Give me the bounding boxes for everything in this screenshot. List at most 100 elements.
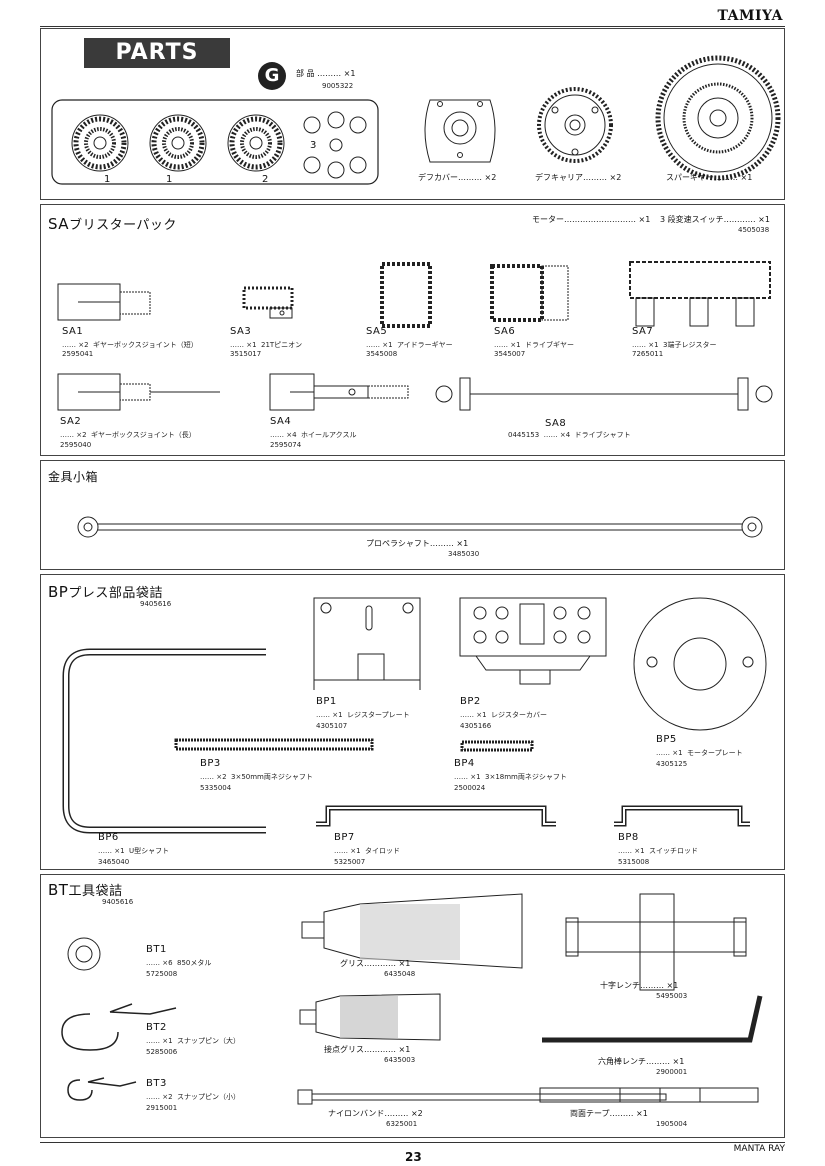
bt1-drawing [67, 937, 101, 971]
contact-grease-drawing [299, 993, 441, 1041]
bp7-code: 5325007 [334, 858, 366, 866]
bp6-code: 3465040 [98, 858, 130, 866]
tree-code: 9005322 [322, 82, 354, 90]
cross-wrench-code: 5495003 [656, 992, 688, 1000]
bt2-code: 5285006 [146, 1048, 178, 1056]
bp5-qty: …… ×1 モータープレート [656, 749, 743, 757]
spur-gear-label: スパーギヤー……… ×1 [666, 173, 753, 182]
cross-wrench-label: 十字レンチ……… ×1 [600, 981, 679, 990]
bt2-id: BT2 [146, 1022, 167, 1033]
wheel-3 [227, 114, 285, 172]
bp8-code: 5315008 [618, 858, 650, 866]
sa4-drawing [269, 373, 409, 411]
sa8-drawing [435, 377, 773, 411]
propeller-shaft-label: プロペラシャフト……… ×1 [366, 539, 469, 548]
sa2-drawing [57, 373, 220, 411]
bp4-qty: …… ×1 3×18mm両ネジシャフト [454, 773, 567, 781]
wheel-label-3: 2 [262, 174, 269, 185]
tape-label: 両面テープ……… ×1 [570, 1109, 648, 1118]
bp6-id: BP6 [98, 832, 119, 843]
tree-label: 部 品 ……… ×1 [296, 69, 356, 78]
sa6-code: 3545007 [494, 350, 526, 358]
sa8-qty: 0445153 …… ×4 ドライブシャフト [508, 431, 631, 439]
bp3-qty: …… ×2 3×50mm両ネジシャフト [200, 773, 313, 781]
bp4-code: 2500024 [454, 784, 486, 792]
sa6-qty: …… ×1 ドライブギヤー [494, 341, 574, 349]
sa1-id: SA1 [62, 326, 84, 337]
sa2-code: 2595040 [60, 441, 92, 449]
bp4-drawing [460, 740, 534, 752]
diff-carrier [537, 87, 613, 163]
bp1-drawing [313, 597, 421, 690]
sa3-drawing [242, 286, 294, 319]
grease-tube-drawing [301, 893, 523, 969]
footer-rule [40, 1142, 785, 1143]
bp-title-text: プレス部品袋詰 [68, 586, 163, 601]
sa-section [40, 204, 785, 456]
wheel-2 [149, 114, 207, 172]
bp1-id: BP1 [316, 696, 337, 707]
contact-grease-code: 6435003 [384, 1056, 416, 1064]
parts-banner: PARTS [84, 38, 230, 68]
model-name: MANTA RAY [733, 1144, 785, 1154]
nylon-band-code: 6325001 [386, 1120, 418, 1128]
bp1-code: 4305107 [316, 722, 348, 730]
bt2-drawing [61, 1003, 177, 1051]
hex-wrench-label: 六角棒レンチ……… ×1 [598, 1057, 685, 1066]
bt3-drawing [67, 1077, 137, 1101]
bp8-qty: …… ×1 スイッチロッド [618, 847, 698, 855]
diff-cover [424, 99, 496, 163]
washer-cluster [303, 111, 367, 179]
bp-title-code: BP [48, 583, 69, 601]
sa1-qty: …… ×2 ギヤーボックスジョイント（短） [62, 341, 198, 349]
bp-bag-code: 9405616 [140, 600, 172, 608]
kanagu-section [40, 460, 785, 570]
bt3-code: 2915001 [146, 1104, 178, 1112]
sa5-id: SA5 [366, 326, 388, 337]
propeller-shaft-code: 3485030 [448, 550, 480, 558]
sa-title-code: SA [48, 215, 70, 233]
page-number: 23 [405, 1150, 422, 1164]
sa3-qty: …… ×1 21Tピニオン [230, 341, 303, 349]
switch-label: 3 段変速スイッチ………… ×1 [660, 215, 770, 224]
switch-code: 4505038 [738, 226, 770, 234]
sprue-frame [51, 99, 379, 185]
bt1-qty: …… ×6 850メタル [146, 959, 212, 967]
bt3-id: BT3 [146, 1078, 167, 1089]
sa8-id: SA8 [545, 418, 567, 429]
sa6-id: SA6 [494, 326, 516, 337]
bp5-id: BP5 [656, 734, 677, 745]
nylon-band-drawing [297, 1089, 667, 1105]
bp6-qty: …… ×1 U型シャフト [98, 847, 170, 855]
sa-title: SAブリスターパック [48, 214, 177, 233]
sa5-code: 3545008 [366, 350, 398, 358]
sa7-code: 7265011 [632, 350, 664, 358]
bp2-drawing [459, 597, 607, 685]
sa7-qty: …… ×1 3端子レジスター [632, 341, 717, 349]
spur-gear [655, 55, 781, 181]
bp3-code: 5335004 [200, 784, 232, 792]
bp7-id: BP7 [334, 832, 355, 843]
bt-section [40, 874, 785, 1138]
tape-code: 1905004 [656, 1120, 688, 1128]
bp2-qty: …… ×1 レジスターカバー [460, 711, 547, 719]
sa1-code: 2595041 [62, 350, 94, 358]
motor-label: モーター……………………… ×1 [532, 215, 651, 224]
bp2-code: 4305166 [460, 722, 492, 730]
bp5-code: 4305125 [656, 760, 688, 768]
kanagu-title: 金具小箱 [48, 470, 99, 484]
contact-grease-label: 接点グリス………… ×1 [324, 1045, 411, 1054]
sa7-id: SA7 [632, 326, 654, 337]
bt1-code: 5725008 [146, 970, 178, 978]
diff-carrier-label: デフキャリア……… ×2 [535, 173, 622, 182]
sa4-code: 2595074 [270, 441, 302, 449]
bp5-drawing [633, 597, 767, 731]
bp3-id: BP3 [200, 758, 221, 769]
hex-wrench-drawing [542, 995, 763, 1043]
bp1-qty: …… ×1 レジスタープレート [316, 711, 410, 719]
sa5-qty: …… ×1 アイドラーギヤー [366, 341, 453, 349]
bt-bag-code: 9405616 [102, 898, 134, 906]
